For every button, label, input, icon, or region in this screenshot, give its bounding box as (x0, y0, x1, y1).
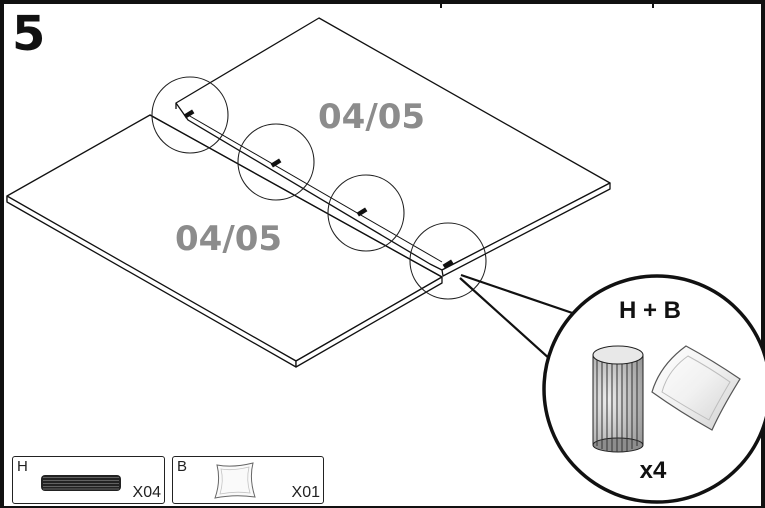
dowel-marker (183, 109, 195, 119)
legend-item-b: B X01 (172, 456, 324, 504)
legend-qty: X01 (291, 484, 320, 501)
legend-qty: X04 (132, 484, 161, 501)
dowel-marker (270, 158, 282, 168)
callout-title: H + B (619, 297, 681, 324)
detail-circle (237, 123, 315, 201)
legend-code: H (17, 458, 28, 475)
frame-divider (652, 0, 654, 8)
dowel-marker (442, 259, 454, 269)
detail-circles (151, 76, 487, 300)
panel-label-front: 04/05 (175, 219, 282, 259)
felt-pad-icon (214, 462, 256, 499)
panel-label-back: 04/05 (318, 97, 425, 137)
panel-front (6, 103, 443, 368)
frame-divider (440, 0, 442, 8)
detail-circle (409, 222, 487, 300)
dowel-markers (183, 109, 454, 269)
dowel-icon (41, 475, 121, 491)
seam-line (187, 114, 443, 263)
callout-quantity: x4 (640, 457, 667, 484)
legend-code: B (177, 458, 188, 475)
dowel-marker (356, 207, 368, 217)
detail-circle (151, 76, 229, 154)
panel-back (175, 17, 611, 277)
pad-b-icon (651, 345, 741, 431)
dowel-h-icon (592, 345, 644, 453)
step-number: 5 (12, 6, 45, 62)
legend-item-h: H X04 (12, 456, 165, 504)
detail-circle (327, 174, 405, 252)
